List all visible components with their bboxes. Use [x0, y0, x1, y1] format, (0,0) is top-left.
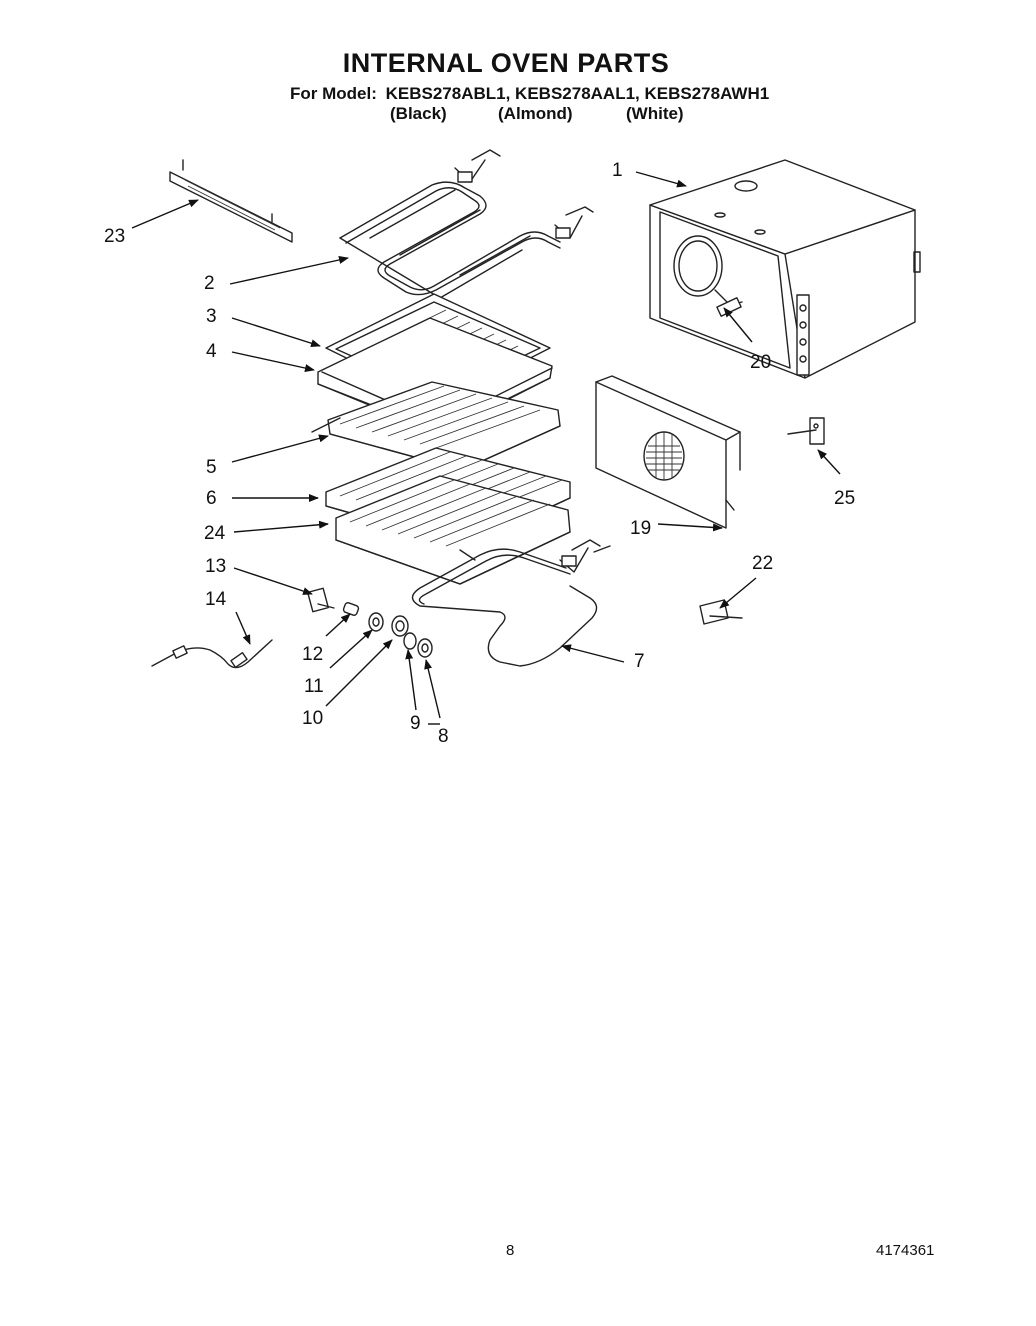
lamp-socket-drawing [306, 587, 335, 613]
callout-25: 25 [834, 488, 856, 509]
model-numbers: KEBS278ABL1, KEBS278AAL1, KEBS278AWH1 [385, 84, 770, 103]
gasket-drawing [368, 612, 384, 632]
leader-lines [131, 171, 841, 725]
broil-element-drawing [339, 149, 594, 299]
color-white: (White) [626, 104, 684, 123]
callout-13: 13 [205, 556, 227, 577]
oven-rack-upper-drawing [311, 381, 561, 471]
callout-12: 12 [302, 644, 324, 665]
model-list: For Model: KEBS278ABL1, KEBS278AAL1, KEB… [290, 84, 769, 104]
callout-24: 24 [204, 523, 226, 544]
nut-drawing [417, 638, 433, 658]
callout-23: 23 [104, 226, 126, 247]
document-code: 4174361 [876, 1242, 935, 1259]
bulb-drawing [342, 602, 360, 616]
callout-19: 19 [630, 518, 652, 539]
callout-11: 11 [304, 676, 324, 697]
fan-cover-drawing [595, 375, 741, 529]
lens-housing-drawing [391, 615, 409, 637]
color-almond: (Almond) [498, 104, 573, 123]
callout-6: 6 [206, 488, 217, 509]
temperature-probe-drawing [151, 639, 273, 669]
callout-9: 9 [410, 713, 421, 734]
page-number: 8 [506, 1242, 515, 1259]
bracket-drawing [169, 159, 293, 243]
page-title: INTERNAL OVEN PARTS [342, 48, 670, 78]
clip-drawing [699, 599, 743, 625]
bake-element-drawing [411, 539, 611, 667]
callout-3: 3 [206, 306, 217, 327]
callout-20: 20 [750, 352, 772, 373]
model-prefix: For Model: [290, 84, 377, 103]
callout-4: 4 [206, 341, 217, 362]
sensor-bracket-drawing [787, 417, 825, 445]
washer-drawing [403, 632, 417, 650]
callout-1: 1 [612, 160, 623, 181]
callout-8: 8 [438, 726, 449, 747]
callout-7: 7 [634, 651, 645, 672]
oven-cavity-drawing [649, 159, 921, 379]
bake-element-cover-drawing [335, 475, 571, 585]
color-black: (Black) [390, 104, 447, 123]
callout-22: 22 [752, 553, 774, 574]
callout-10: 10 [302, 708, 324, 729]
callout-14: 14 [205, 589, 227, 610]
callout-5: 5 [206, 457, 217, 478]
callout-2: 2 [204, 273, 215, 294]
